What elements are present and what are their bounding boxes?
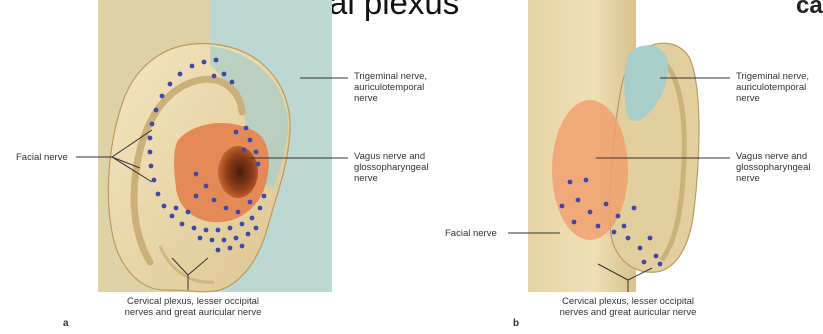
panel-b-vagus-zone xyxy=(552,100,628,240)
panel-a-label-trigeminal: Trigeminal nerve, auriculotemporal nerve xyxy=(354,71,427,104)
panel-b-label-cervical: Cervical plexus, lesser occipital nerves… xyxy=(552,296,704,318)
panel-a-label-cervical: Cervical plexus, lesser occipital nerves… xyxy=(118,296,268,318)
panel-b-letter: b xyxy=(513,318,519,329)
panel-b-label-vagus: Vagus nerve and glossopharyngeal nerve xyxy=(736,151,810,184)
panel-b-label-trigeminal: Trigeminal nerve, auriculotemporal nerve xyxy=(736,71,809,104)
panel-a-ear-canal xyxy=(218,146,258,198)
panel-a-letter: a xyxy=(63,318,69,329)
panel-b-illustration xyxy=(508,0,730,292)
panel-a-illustration xyxy=(76,0,348,292)
panel-b-label-facial: Facial nerve xyxy=(445,228,497,239)
panel-a-label-facial: Facial nerve xyxy=(16,152,68,163)
panel-a-label-vagus: Vagus nerve and glossopharyngeal nerve xyxy=(354,151,428,184)
